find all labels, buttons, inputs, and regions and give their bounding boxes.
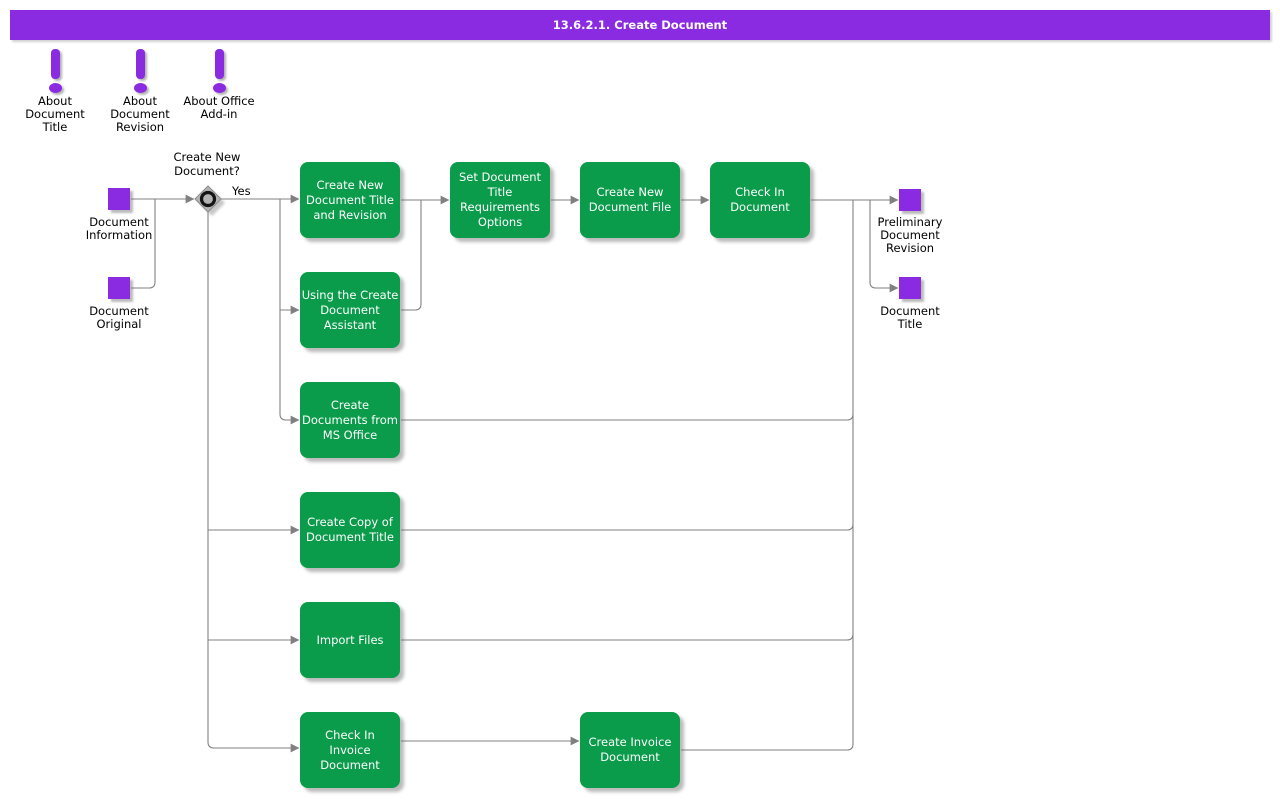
- decision-diamond-shadow: [199, 190, 225, 216]
- connector-assistant-merge: [401, 200, 422, 311]
- document-original-label: Document Original: [89, 304, 149, 331]
- notice-about-document-revision[interactable]: About Document Revision: [95, 49, 185, 134]
- task-check-in-document[interactable]: Check In Document: [710, 162, 810, 238]
- decision-yes-label: Yes: [232, 184, 251, 198]
- notice-about-document-title[interactable]: About Document Title: [10, 49, 100, 134]
- task-create-copy-of-document-title[interactable]: Create Copy of Document Title: [300, 492, 400, 568]
- connector-into-check-in-invoice: [207, 212, 300, 753]
- connector-into-ms-office: [279, 199, 300, 425]
- preliminary-document-revision-node[interactable]: [899, 189, 921, 211]
- connector-document-original-merge: [131, 199, 156, 289]
- document-information-node[interactable]: [108, 188, 130, 210]
- task-set-document-title-requirements-options[interactable]: Set Document Title Requirements Options: [450, 162, 550, 238]
- exclamation-icon: [212, 49, 226, 93]
- exclamation-icon: [48, 49, 62, 93]
- decision-icon: [199, 190, 217, 208]
- preliminary-document-revision-label: Preliminary Document Revision: [877, 215, 943, 255]
- task-check-in-invoice-document[interactable]: Check In Invoice Document: [300, 712, 400, 788]
- task-using-the-create-document-assistant[interactable]: Using the Create Document Assistant: [300, 272, 400, 348]
- exclamation-icon: [133, 49, 147, 93]
- notice-label: About Office Add-in: [183, 94, 255, 121]
- page-title: 13.6.2.1. Create Document: [10, 10, 1270, 40]
- notice-about-office-add-in[interactable]: About Office Add-in: [174, 49, 264, 121]
- task-create-invoice-document[interactable]: Create Invoice Document: [580, 712, 680, 788]
- document-title-node[interactable]: [899, 277, 921, 299]
- decision-question-label: Create New Document?: [173, 150, 241, 178]
- task-import-files[interactable]: Import Files: [300, 602, 400, 678]
- connector-ms-office-out: [401, 413, 854, 421]
- task-create-documents-from-ms-office[interactable]: Create Documents from MS Office: [300, 382, 400, 458]
- notice-label: About Document Revision: [110, 94, 170, 134]
- document-original-node[interactable]: [108, 277, 130, 299]
- task-create-new-document-file[interactable]: Create New Document File: [580, 162, 680, 238]
- notice-label: About Document Title: [25, 94, 85, 134]
- connector-import-files-out: [401, 633, 854, 641]
- document-title-label: Document Title: [880, 304, 940, 331]
- connector-create-copy-out: [401, 523, 854, 531]
- connector-create-invoice-out: [681, 743, 854, 751]
- decision-diamond: [194, 185, 222, 213]
- task-create-new-document-title-and-revision[interactable]: Create New Document Title and Revision: [300, 162, 400, 238]
- document-information-label: Document Information: [85, 215, 153, 242]
